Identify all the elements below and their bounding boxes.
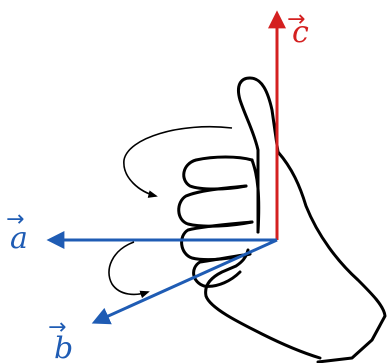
vector-c-label: → c	[287, 7, 309, 50]
hand-finger-4	[192, 252, 252, 288]
hand-thumb	[236, 76, 280, 234]
vector-b-letter: b	[54, 331, 73, 363]
hand-palm	[204, 248, 322, 360]
vector-a-letter: a	[10, 221, 28, 256]
vector-b-label: → b	[48, 315, 73, 363]
vector-c-arrow-glyph: →	[287, 7, 305, 32]
hand-finger-1	[182, 155, 254, 191]
hand-thumb-crease	[250, 158, 261, 234]
vector-b-arrow-glyph: →	[48, 315, 66, 340]
hand-finger-2	[177, 184, 254, 228]
vector-b-arrow	[91, 238, 278, 325]
vector-a-label: → a	[6, 207, 28, 256]
hand-back	[276, 150, 387, 363]
vector-a-arrow-glyph: →	[6, 207, 24, 232]
rotation-arrow-lower	[108, 241, 150, 299]
hand-illustration	[177, 76, 387, 363]
vector-c-letter: c	[292, 15, 309, 50]
rotation-arrow-upper	[123, 125, 233, 198]
